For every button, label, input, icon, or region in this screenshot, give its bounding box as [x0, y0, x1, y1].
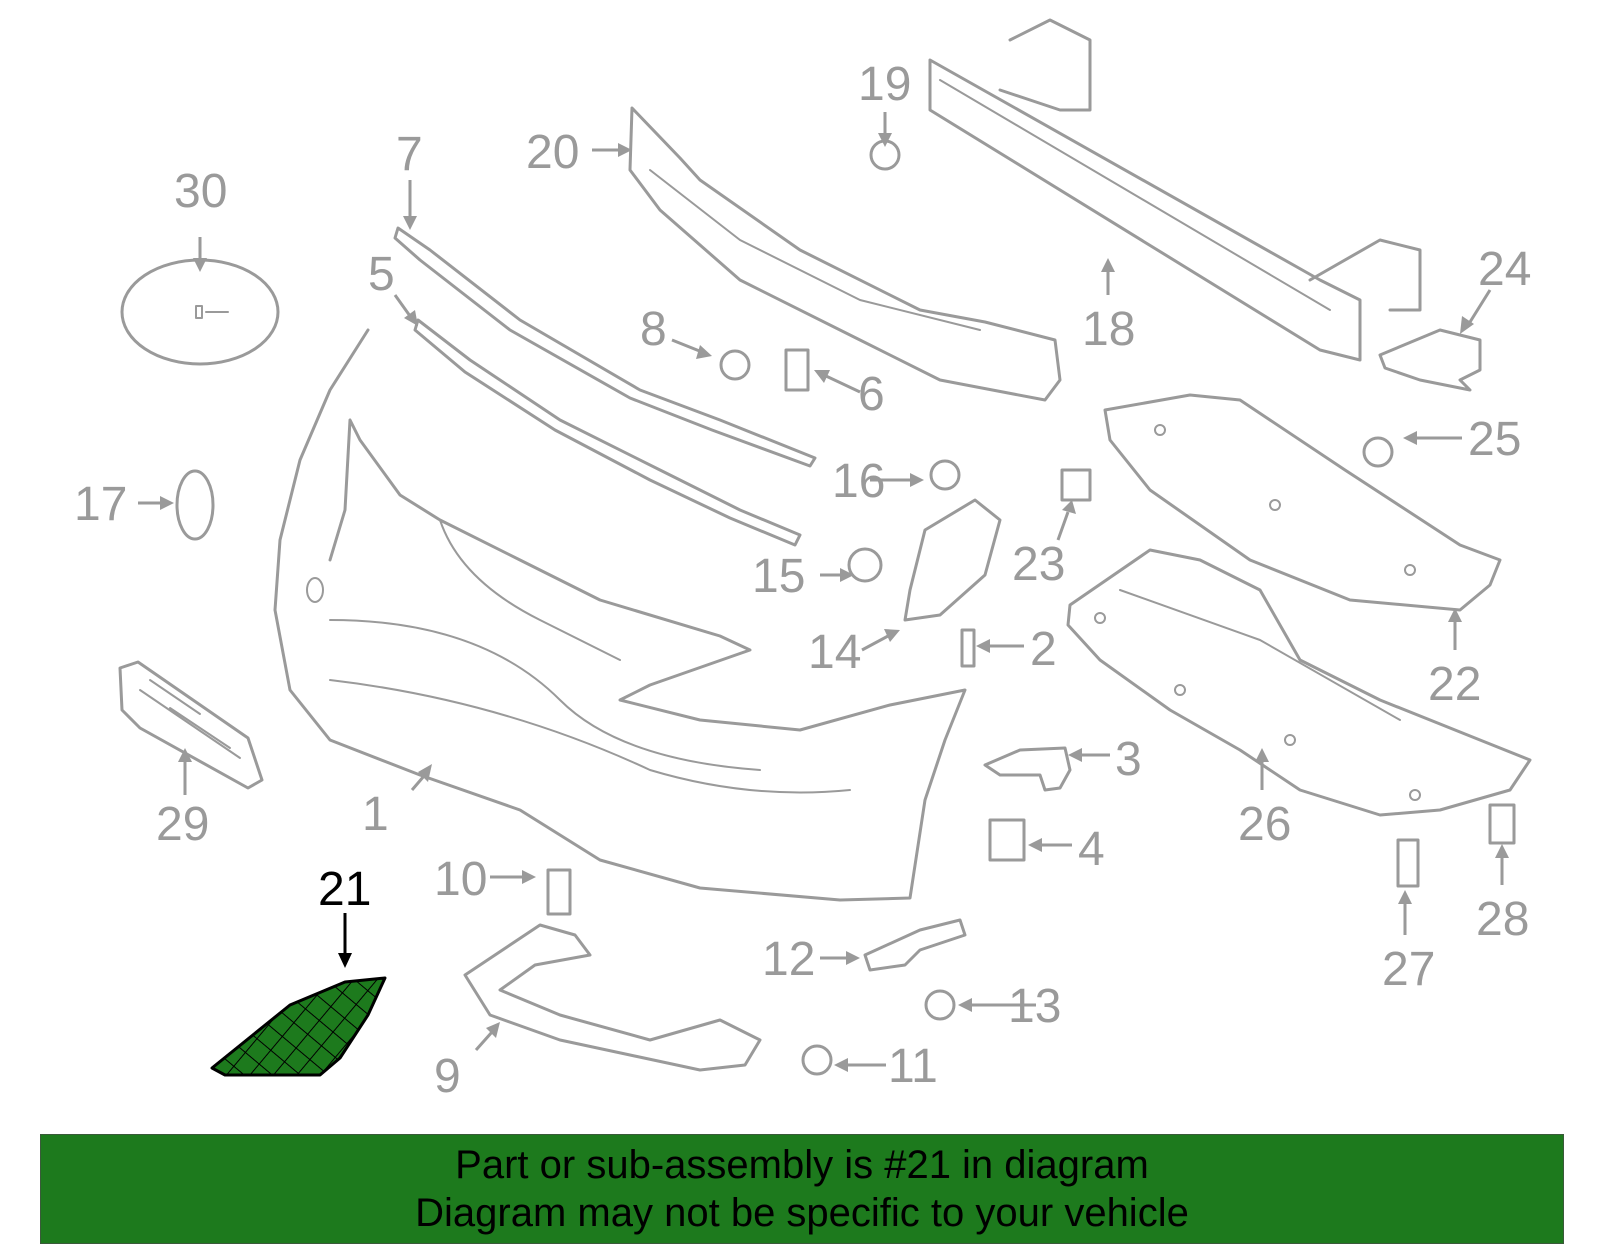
- callout-4: 4: [1078, 823, 1105, 876]
- callout-24: 24: [1478, 243, 1531, 296]
- callout-2: 2: [1030, 623, 1057, 676]
- callout-12: 12: [762, 933, 815, 986]
- callout-15: 15: [752, 550, 805, 603]
- callout-20: 20: [526, 126, 579, 179]
- part-7-retainer: [393, 226, 817, 468]
- callout-3: 3: [1115, 733, 1142, 786]
- callout-26: 26: [1238, 798, 1291, 851]
- banner-line-2: Diagram may not be specific to your vehi…: [415, 1191, 1189, 1235]
- part-17-cap: [175, 469, 215, 541]
- callout-19: 19: [858, 58, 911, 111]
- callout-23: 23: [1012, 538, 1065, 591]
- callout-5: 5: [368, 248, 395, 301]
- part-26-undercover: [1066, 548, 1532, 817]
- callout-8: 8: [640, 303, 667, 356]
- callout-21-highlighted: 21: [318, 863, 371, 916]
- callout-14: 14: [808, 626, 861, 679]
- info-banner: Part or sub-assembly is #21 in diagram D…: [40, 1134, 1564, 1244]
- fasteners: [546, 139, 1516, 1076]
- callout-16: 16: [832, 455, 885, 508]
- callout-28: 28: [1476, 893, 1529, 946]
- callout-9: 9: [434, 1050, 461, 1103]
- callout-29: 29: [156, 798, 209, 851]
- callout-22: 22: [1428, 658, 1481, 711]
- part-20-absorber: [628, 106, 1062, 402]
- callout-1: 1: [362, 788, 389, 841]
- banner-line-1: Part or sub-assembly is #21 in diagram: [455, 1143, 1149, 1187]
- part-21-fog-grille: [210, 976, 387, 1077]
- part-12-bracket: [863, 918, 967, 972]
- part-9-support: [463, 923, 762, 1072]
- callout-7: 7: [396, 128, 423, 181]
- parts-diagram: 30 7 5 20 19 18 24 25 22 26 27 28 23 2 3…: [74, 18, 1532, 1103]
- callout-27: 27: [1382, 943, 1435, 996]
- callout-13: 13: [1008, 980, 1061, 1033]
- callout-18: 18: [1082, 303, 1135, 356]
- callout-arrows: [138, 112, 1509, 1072]
- part-18-reinforcement: [928, 18, 1422, 362]
- part-30-emblem: [120, 258, 280, 366]
- callout-10: 10: [434, 853, 487, 906]
- part-5-retainer: [413, 318, 802, 547]
- callout-labels: 30 7 5 20 19 18 24 25 22 26 27 28 23 2 3…: [74, 58, 1531, 1103]
- callout-30: 30: [174, 165, 227, 218]
- part-3-bracket: [983, 746, 1072, 792]
- callout-17: 17: [74, 478, 127, 531]
- part-22-shield: [1103, 393, 1502, 612]
- part-29-bracket: [118, 660, 264, 790]
- callout-25: 25: [1468, 413, 1521, 466]
- callout-11: 11: [888, 1040, 938, 1093]
- callout-6: 6: [858, 368, 885, 421]
- part-1-bumper-cover: [273, 328, 967, 902]
- part-14-bracket: [903, 498, 1002, 622]
- part-24-bracket: [1378, 328, 1482, 392]
